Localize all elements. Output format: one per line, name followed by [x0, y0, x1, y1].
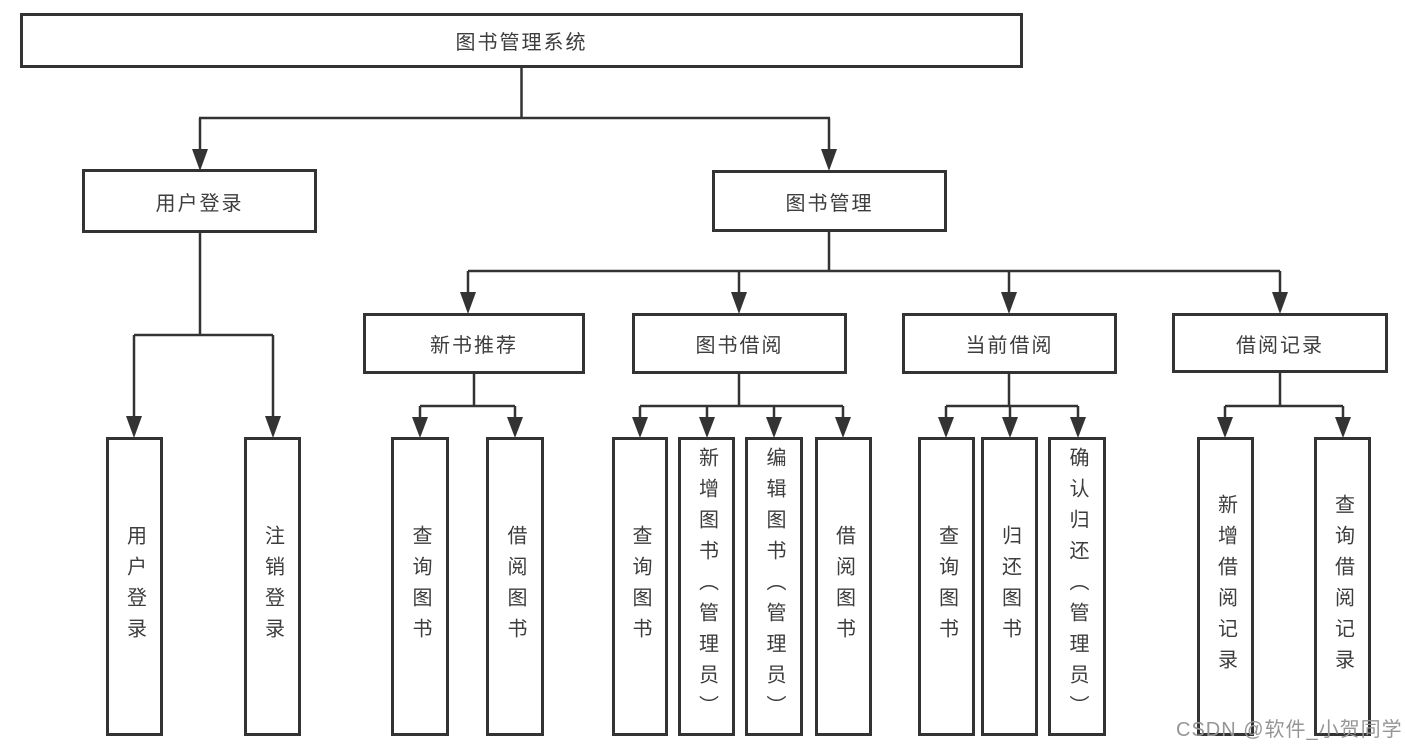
leaf-add-borrow-record: 新增借阅记录	[1197, 437, 1254, 736]
node-label: 图书管理	[785, 192, 874, 215]
node-label: 查询借阅记录	[1331, 493, 1354, 680]
node-book-borrowing: 图书借阅	[632, 313, 847, 374]
leaf-confirm-return-admin: 确认归还（管理员）	[1048, 437, 1106, 736]
node-label: 借阅记录	[1236, 334, 1324, 357]
node-label: 图书管理系统	[455, 32, 588, 54]
node-new-book-recommendation: 新书推荐	[363, 313, 585, 374]
leaf-query-books-recommend: 查询图书	[391, 437, 449, 736]
node-book-management: 图书管理	[712, 170, 947, 232]
node-label: 用户登录	[123, 524, 146, 649]
leaf-logout: 注销登录	[244, 437, 301, 736]
node-user-login-group: 用户登录	[82, 169, 317, 233]
node-current-borrowing: 当前借阅	[902, 313, 1117, 374]
leaf-query-books-current: 查询图书	[918, 437, 975, 736]
node-label: 编辑图书（管理员）	[763, 447, 785, 726]
node-label: 新书推荐	[430, 335, 518, 357]
node-label: 查询图书	[629, 524, 651, 649]
csdn-watermark: CSDN @软件_小贺同学	[1176, 719, 1403, 741]
node-label: 当前借阅	[965, 335, 1054, 357]
node-borrowing-records: 借阅记录	[1172, 313, 1388, 373]
node-library-system: 图书管理系统	[20, 13, 1023, 68]
node-label: 查询图书	[409, 524, 431, 649]
node-label: 注销登录	[261, 524, 284, 649]
node-label: 确认归还（管理员）	[1066, 447, 1088, 726]
leaf-query-borrow-record: 查询借阅记录	[1314, 437, 1371, 736]
node-label: 新增借阅记录	[1214, 493, 1237, 680]
node-label: 图书借阅	[695, 335, 784, 357]
leaf-edit-book-admin: 编辑图书（管理员）	[745, 437, 803, 736]
node-label: 新增图书（管理员）	[695, 447, 718, 726]
node-label: 借阅图书	[504, 524, 526, 649]
node-label: 归还图书	[998, 524, 1021, 649]
leaf-query-books-borrowing: 查询图书	[612, 437, 668, 736]
leaf-add-book-admin: 新增图书（管理员）	[678, 437, 735, 736]
node-label: 用户登录	[155, 192, 244, 215]
leaf-borrow-books: 借阅图书	[815, 437, 872, 736]
leaf-return-book: 归还图书	[981, 437, 1038, 736]
leaf-user-login: 用户登录	[106, 437, 163, 736]
node-label: 借阅图书	[832, 524, 855, 649]
leaf-borrow-books-recommend: 借阅图书	[486, 437, 544, 736]
node-label: 查询图书	[935, 524, 958, 649]
